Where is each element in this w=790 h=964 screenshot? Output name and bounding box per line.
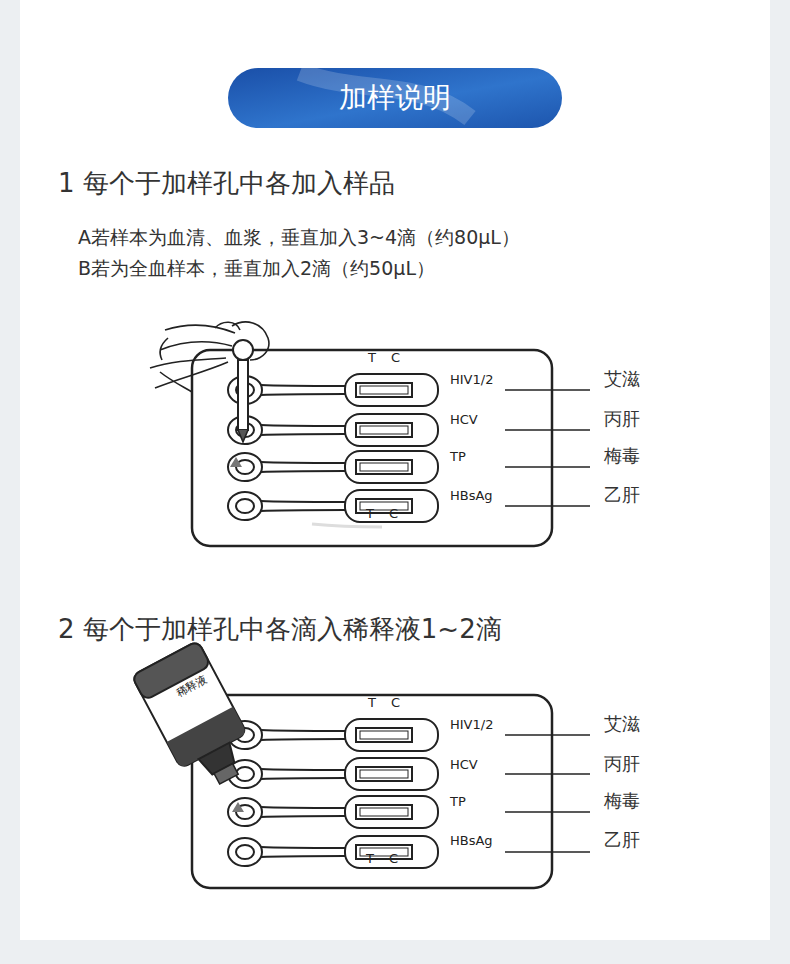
tc-mark: C xyxy=(391,695,400,711)
strip-code: HIV1/2 xyxy=(450,717,493,733)
disease-label: 丙肝 xyxy=(604,753,640,775)
card xyxy=(20,0,770,940)
tc-mark: C xyxy=(389,851,398,867)
disease-label: 丙肝 xyxy=(604,408,640,430)
disease-label: 梅毒 xyxy=(604,445,640,467)
title-pill xyxy=(228,68,562,128)
tc-mark: T xyxy=(368,350,376,366)
strip-code: HBsAg xyxy=(450,488,493,504)
tc-mark: C xyxy=(391,350,400,366)
strip-code: HCV xyxy=(450,757,478,773)
step-note: B若为全血样本，垂直加入2滴（约50μL） xyxy=(78,257,435,280)
strip-code: TP xyxy=(450,449,466,465)
strip-code: HCV xyxy=(450,412,478,428)
strip-code: TP xyxy=(450,794,466,810)
tc-mark: T xyxy=(368,695,376,711)
disease-label: 乙肝 xyxy=(604,484,640,506)
disease-label: 艾滋 xyxy=(604,368,640,390)
tc-mark: T xyxy=(366,506,374,522)
tc-mark: T xyxy=(366,851,374,867)
hand-dropper xyxy=(150,322,269,442)
test-cassette xyxy=(192,350,590,546)
test-cassette xyxy=(192,695,590,888)
strip-code: HBsAg xyxy=(450,833,493,849)
step-note: A若样本为血清、血浆，垂直加入3~4滴（约80μL） xyxy=(78,226,520,249)
strip-code: HIV1/2 xyxy=(450,372,493,388)
disease-label: 艾滋 xyxy=(604,713,640,735)
disease-label: 乙肝 xyxy=(604,829,640,851)
tc-mark: C xyxy=(389,506,398,522)
disease-label: 梅毒 xyxy=(604,790,640,812)
step-heading: 1 每个于加样孔中各加入样品 xyxy=(58,168,395,199)
step-heading: 2 每个于加样孔中各滴入稀释液1~2滴 xyxy=(58,614,502,645)
title: 加样说明 xyxy=(339,81,451,115)
diluent-bottle xyxy=(132,641,263,797)
